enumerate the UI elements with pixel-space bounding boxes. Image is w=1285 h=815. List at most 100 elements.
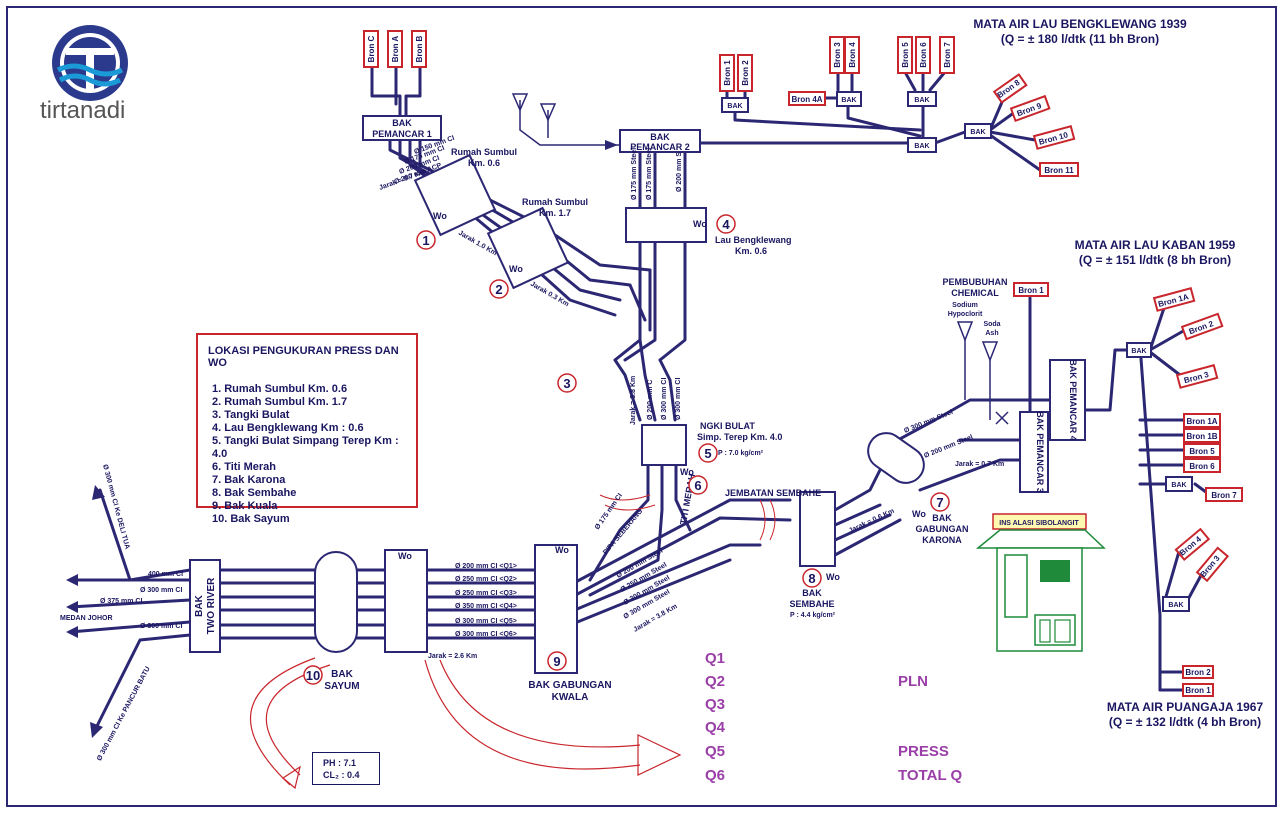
svg-text:Ø 300 mm CI <Q5>: Ø 300 mm CI <Q5> [455,618,517,625]
legend-item: 9. Bak Kuala [212,500,278,512]
bron-kaban-7: Bron 7 [1205,487,1243,502]
node-pemancar-2: BAK PEMANCAR 2 [619,129,701,153]
node-sembahe: BAK SEMBAHE [789,491,836,609]
marker-8: 8 [802,568,822,588]
svg-text:BAK: BAK [1168,602,1183,609]
svg-text:BAK: BAK [932,513,952,523]
marker-2: 2 [489,279,509,299]
svg-text:BAK: BAK [1171,482,1186,489]
legend-item: 6. Titi Merah [212,461,276,473]
building-illustration: INS ALASI SIBOLANGIT [975,513,1106,652]
svg-text:P : 7.0 kg/cm²: P : 7.0 kg/cm² [718,450,764,457]
legend-item: 1. Rumah Sumbul Km. 0.6 [212,383,348,395]
legend-item: 8. Bak Sembahe [212,487,297,499]
bron-group-3-4: Bron 3 Bron 4 [829,36,860,74]
legend-item: 2. Rumah Sumbul Km. 1.7 [212,396,348,408]
legend-box: LOKASI PENGUKURAN PRESS DAN WO 1. Rumah … [196,333,418,525]
svg-text:PRESS: PRESS [898,743,949,760]
svg-text:Q1: Q1 [705,650,725,667]
bron-group-1-2: Bron 1 Bron 2 [719,54,753,92]
svg-text:Bron 5: Bron 5 [1189,447,1215,456]
svg-text:Bron 2: Bron 2 [741,60,750,86]
svg-text:Bron 7: Bron 7 [943,42,952,68]
svg-text:PEMANCAR 2: PEMANCAR 2 [630,142,690,152]
bron-4a: Bron 4A [788,91,826,106]
svg-text:BAK: BAK [841,97,856,104]
svg-text:Sodium: Sodium [952,302,978,309]
svg-text:Ø 250 mm CI <Q2>: Ø 250 mm CI <Q2> [455,576,517,583]
svg-text:Wo: Wo [433,211,447,221]
svg-text:Ø 300 mm CI: Ø 300 mm CI [675,378,682,420]
svg-text:5: 5 [704,446,711,461]
svg-text:INS ALASI SIBOLANGIT: INS ALASI SIBOLANGIT [999,520,1079,527]
svg-text:MEDAN JOHOR: MEDAN JOHOR [60,615,113,622]
node-tangki-bulat-box [641,424,687,466]
svg-text:TOTAL Q: TOTAL Q [898,767,963,784]
node-two-river: BAK TWO RIVER [189,559,221,653]
legend-item: 5. Tangki Bulat Simpang Terep Km : 4.0 [212,435,399,460]
svg-text:Bron 4A: Bron 4A [791,95,822,104]
svg-text:Bron 6: Bron 6 [919,42,928,68]
pipe-network [66,64,1212,738]
chemical-dosing: PEMBUBUHAN CHEMICAL Sodium Hypoclorit So… [943,277,1009,425]
chlorine-value: CL₂ : 0.4 [323,770,360,780]
wo-labels: Wo Wo Wo Wo Wo Wo Wo Wo [398,211,926,582]
svg-text:Bron 11: Bron 11 [1044,166,1074,175]
svg-text:Bron 6: Bron 6 [1189,462,1215,471]
svg-text:(Q = ± 132 l/dtk (4 bh Bron): (Q = ± 132 l/dtk (4 bh Bron) [1109,715,1261,729]
flow-arrows [250,494,776,790]
svg-text:Bron A: Bron A [391,36,400,63]
svg-text:BAK: BAK [194,594,205,616]
svg-text:Bron 1A: Bron 1A [1186,417,1217,426]
svg-text:Bron C: Bron C [367,35,376,62]
svg-text:PEMBUBUHAN: PEMBUBUHAN [943,277,1008,287]
bron-group-puangaja-bak: Bron 4 Bron 3 [1174,527,1230,583]
svg-text:Bron B: Bron B [415,35,424,62]
svg-text:7: 7 [936,495,943,510]
svg-text:Jarak = 0.7 Km: Jarak = 0.7 Km [955,461,1004,468]
svg-text:Ø 250 mm CI <Q3>: Ø 250 mm CI <Q3> [455,590,517,597]
location-markers: 1 2 3 4 5 6 7 8 9 10 [303,214,950,685]
node-rs06-box [413,153,497,237]
svg-text:Bron 2: Bron 2 [1185,668,1211,677]
node-wo-box [384,549,428,653]
marker-4: 4 [716,214,736,234]
svg-text:Simp. Terep Km. 4.0: Simp. Terep Km. 4.0 [697,432,782,442]
outlet-labels: Ø 300 mm CI Ke DELI TUA 400 mm CI Ø 300 … [60,464,183,762]
legend-item: 10. Bak Sayum [212,513,290,525]
svg-text:Ø 200 mm Steel: Ø 200 mm Steel [923,434,974,460]
svg-text:9: 9 [553,654,560,669]
legend-item: 4. Lau Bengklewang Km : 0.6 [212,422,364,434]
svg-text:400 mm CI: 400 mm CI [148,571,183,578]
node-sayum-manifold: BAK SAYUM [314,551,360,692]
svg-text:BAK PEMANCAR 3: BAK PEMANCAR 3 [1035,411,1045,493]
svg-text:BAK: BAK [970,129,985,136]
bron-group-8-11: Bron 8 Bron 9 Bron 10 Bron 11 [992,73,1079,177]
svg-text:PEMANCAR 1: PEMANCAR 1 [372,129,432,139]
svg-text:BAK: BAK [727,103,742,110]
svg-text:Q5: Q5 [705,743,725,760]
svg-text:Ø 175 mm Steel: Ø 175 mm Steel [631,148,638,200]
bron-kaban-top: Bron 1 [1013,282,1049,297]
q-labels: Q1 Q2 Q3 Q4 Q5 Q6 PLN PRESS TOTAL Q [705,650,963,784]
svg-text:Bron 7: Bron 7 [1211,491,1237,500]
node-karona: BAK GABUNGAN KARONA [867,432,969,545]
svg-text:Wo: Wo [555,545,569,555]
svg-text:Ø 200 mm CI <Q1>: Ø 200 mm CI <Q1> [455,563,517,570]
svg-text:BAK PEMANCAR 4: BAK PEMANCAR 4 [1068,359,1078,441]
svg-text:CHEMICAL: CHEMICAL [951,288,999,298]
svg-text:Ø 375 mm CI: Ø 375 mm CI [100,598,142,605]
bron-group-puangaja-bottom: Bron 2 Bron 1 [1182,665,1214,697]
svg-text:Wo: Wo [826,572,840,582]
bron-group-top-left: Bron C Bron A Bron B [363,30,427,68]
node-pemancar-1: BAK PEMANCAR 1 [362,115,442,141]
svg-text:Bron 5: Bron 5 [901,42,910,68]
legend-item: 7. Bak Karona [212,474,286,486]
svg-text:3: 3 [563,376,570,391]
svg-text:KWALA: KWALA [552,692,589,703]
svg-text:BAK: BAK [331,669,353,680]
svg-text:Wo: Wo [912,509,926,519]
svg-text:Km. 0.6: Km. 0.6 [735,246,767,256]
bron-group-kaban-list: Bron 1A Bron 1B Bron 5 Bron 6 [1183,413,1221,473]
node-pemancar-4: BAK PEMANCAR 4 [1049,359,1086,441]
